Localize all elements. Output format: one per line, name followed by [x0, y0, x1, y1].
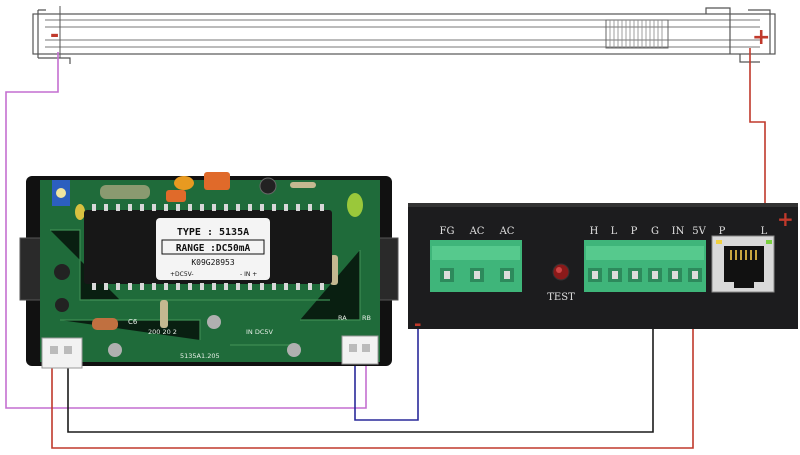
- ammeter: TYPE : 5135A RANGE :DC50mA K09G28953 +DC…: [19, 172, 399, 369]
- psu-p: P: [631, 226, 638, 237]
- tube-negative-label: -: [50, 23, 59, 48]
- tube-positive-label: +: [752, 25, 770, 50]
- meter-in-label: - IN +: [240, 271, 257, 278]
- meter-model: 5135A1.205: [180, 352, 220, 360]
- psu-5v: 5V: [692, 226, 706, 237]
- psu-ac1: AC: [469, 226, 485, 237]
- laser-tube: - +: [32, 6, 776, 64]
- psu-p2: P: [719, 226, 726, 237]
- meter-range-marks: 200 20 2: [148, 328, 177, 336]
- psu-in: IN: [672, 226, 685, 237]
- psu-positive-label: +: [777, 207, 794, 231]
- wire-purple: [5, 52, 367, 409]
- meter-label: TYPE : 5135A RANGE :DC50mA K09G28953 +DC…: [156, 218, 270, 280]
- meter-connector-right: [341, 335, 379, 365]
- meter-rb: RB: [362, 314, 371, 322]
- meter-dc-label: +DC5V-: [170, 271, 194, 278]
- meter-range: RANGE :DC50mA: [176, 243, 251, 254]
- meter-type: TYPE : 5135A: [177, 227, 249, 238]
- meter-c6: C6: [128, 318, 138, 326]
- psu-l: L: [611, 226, 618, 237]
- wire-red-high: [749, 48, 766, 218]
- psu-g: G: [651, 226, 659, 237]
- psu-fg: FG: [440, 226, 455, 237]
- rj45-port: [711, 235, 775, 293]
- meter-connector-left: [41, 337, 83, 369]
- psu-l2: L: [761, 226, 768, 237]
- ac-terminal-block: [430, 240, 522, 292]
- wire-black: [67, 282, 654, 433]
- meter-serial: K09G28953: [191, 258, 235, 267]
- meter-ra: RA: [338, 314, 347, 322]
- tube-coil: [605, 19, 669, 49]
- meter-in-dc: IN DC5V: [246, 328, 274, 336]
- wire-red-low: [51, 282, 694, 449]
- control-terminal-block: [584, 240, 706, 292]
- power-supply: FG AC AC TEST H L P G IN 5V: [408, 203, 798, 335]
- wires: [5, 48, 766, 449]
- psu-h: H: [590, 226, 599, 237]
- psu-ac2: AC: [499, 226, 515, 237]
- wire-blue: [354, 325, 419, 421]
- psu-test: TEST: [547, 292, 575, 303]
- test-button[interactable]: [552, 263, 570, 281]
- psu-negative-label: -: [414, 314, 421, 335]
